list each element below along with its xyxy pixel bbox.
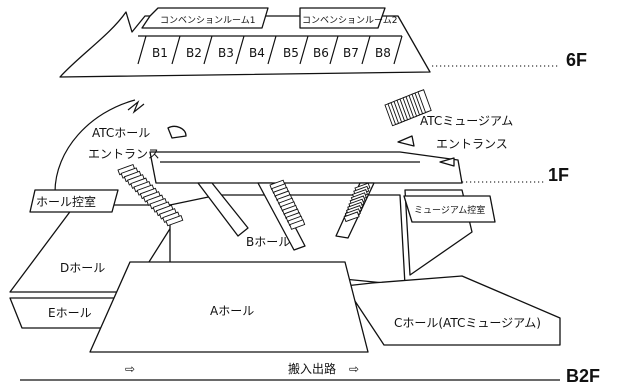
hall-waiting-room-label: ホール控室: [36, 194, 96, 209]
room-divider: [171, 35, 181, 65]
c-hall-label: Cホール(ATCミュージアム): [394, 316, 541, 330]
floor6-group: コンベンションルーム1 コンベンションルーム2 B1 B2 B3 B4 B5 B…: [59, 7, 431, 78]
room-b1: B1: [152, 46, 168, 60]
room-divider: [393, 35, 403, 65]
room-b2: B2: [186, 46, 202, 60]
museum-entrance-label-line2: エントランス: [436, 137, 508, 151]
hall-entrance-zigzag-icon: [127, 100, 145, 114]
d-hall-label: Dホール: [60, 261, 105, 275]
room-divider: [361, 35, 371, 65]
hall-entrance-marker: [167, 125, 187, 139]
floor1-slab: [149, 151, 463, 184]
room-divider: [235, 35, 245, 65]
room-b6: B6: [313, 46, 329, 60]
room-divider: [299, 35, 309, 65]
stair-step: [343, 211, 360, 223]
museum-waiting-room-box: [403, 195, 496, 223]
room-divider: [137, 35, 147, 65]
room-divider: [203, 35, 213, 65]
museum-entrance-arrow: [439, 157, 455, 167]
convention-room1-label: コンベンションルーム1: [160, 15, 255, 26]
floor-label-1f: 1F: [548, 165, 569, 185]
hall-entrance-label-line2: エントランス: [88, 147, 160, 161]
floor1-left-curve: [54, 99, 136, 193]
stairs-left: [117, 163, 184, 227]
route-arrow-right: ⇨: [349, 362, 359, 376]
stairs-right: [343, 182, 371, 223]
room-b7: B7: [343, 46, 359, 60]
museum-entrance-label-line1: ATCミュージアム: [420, 114, 513, 128]
loading-route-label: 搬入出路: [288, 361, 336, 376]
stairs-center: [269, 179, 306, 230]
a-hall-label: Aホール: [210, 304, 254, 318]
escalator-tube-2: [257, 182, 306, 251]
museum-waiting-room-label: ミュージアム控室: [414, 204, 485, 216]
b-hall-label: Bホール: [246, 235, 290, 249]
room-b4: B4: [249, 46, 265, 60]
convention-room1-box: [141, 7, 269, 29]
hall-waiting-room-box: [29, 189, 119, 213]
floor-label-b2f: B2F: [566, 366, 600, 386]
stairs-top: [384, 89, 432, 127]
museum-entrance-marker: [397, 135, 415, 147]
convention-room2-box: [299, 7, 386, 29]
a-hall-area: [89, 261, 369, 353]
c-hall-area: [344, 275, 561, 346]
escalator-tube-1: [197, 182, 249, 237]
floor-label-6f: 6F: [566, 50, 587, 70]
room-b8: B8: [375, 46, 391, 60]
room-b5: B5: [283, 46, 299, 60]
stair-step: [289, 219, 306, 230]
hall-entrance-label-line1: ATCホール: [92, 126, 150, 140]
stair-step: [417, 89, 432, 114]
stair-step: [165, 214, 184, 227]
room-divider: [267, 35, 277, 65]
floor1-group: ホール控室 ミュージアム控室 Bホール ATCホール エントランス ATCミュー…: [29, 89, 513, 251]
e-hall-label: Eホール: [48, 306, 92, 320]
convention-room2-label: コンベンションルーム2: [302, 15, 397, 26]
room-divider: [329, 35, 339, 65]
route-arrow-left: ⇨: [125, 362, 135, 376]
room-b3: B3: [218, 46, 234, 60]
floor6-room-dividers: [137, 35, 403, 65]
